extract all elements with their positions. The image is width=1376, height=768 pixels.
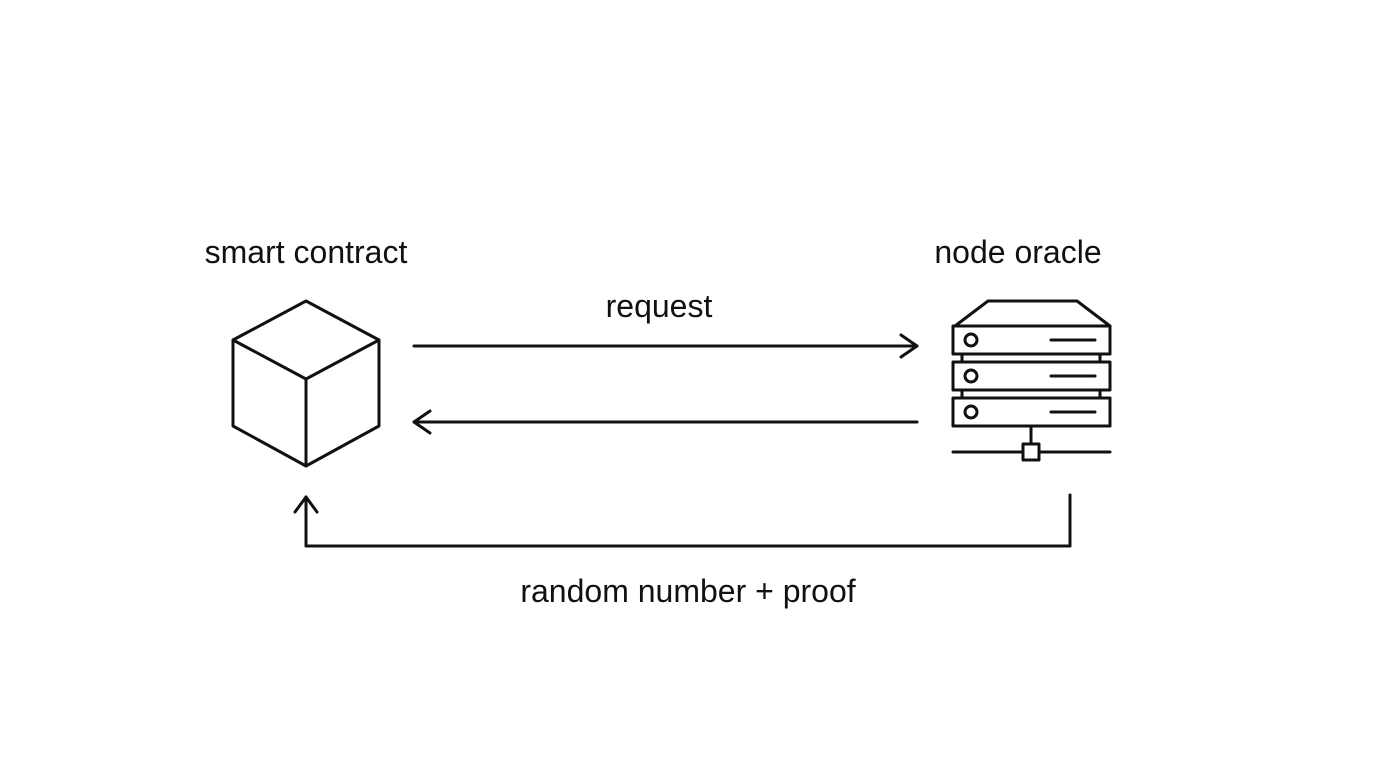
node-oracle-label: node oracle — [934, 234, 1101, 270]
server-stack-icon — [951, 299, 1112, 462]
cube-icon — [231, 299, 381, 468]
network-port — [1021, 442, 1041, 462]
result-arrow — [293, 493, 1072, 548]
smart-contract-label: smart contract — [205, 234, 408, 270]
request-arrow — [412, 333, 919, 359]
request-label: request — [606, 288, 713, 324]
response-arrow — [412, 409, 919, 435]
server-unit-2 — [951, 360, 1112, 392]
result-label: random number + proof — [520, 573, 855, 609]
